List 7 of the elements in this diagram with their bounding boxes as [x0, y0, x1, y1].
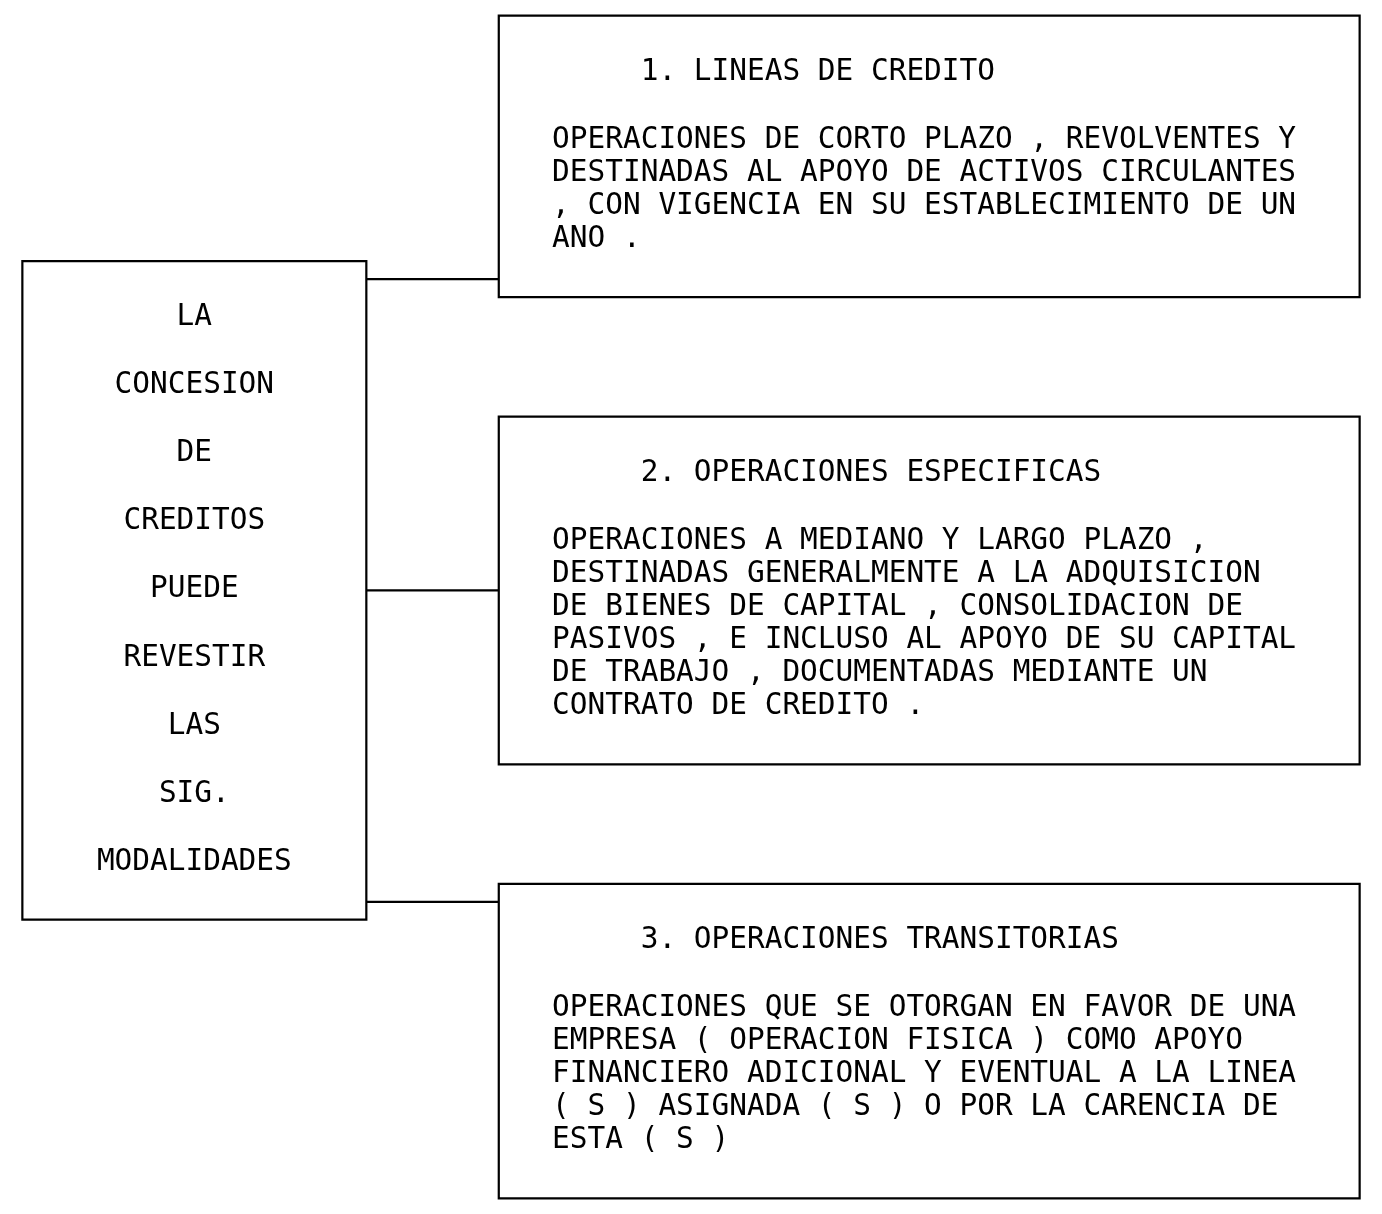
connector	[366, 900, 499, 903]
node-box: 2. OPERACIONES ESPECIFICAS OPERACIONES A MEDIANO Y LARGO PLAZO , DESTINADAS GENERALMENTE A LA ADQUISICION DE BIENES DE CAPITAL , CONSOLIDACION DE PASIVOS , E INCLUSO AL APOYO DE SU CAPITAL DE TRABAJO , DOCUMENTADAS MEDIANTE UN CONTRATO DE CREDITO .	[497, 415, 1361, 766]
node-box: LA CONCESION DE CREDITOS PUEDE REVESTIR LAS SIG. MODALIDADES	[21, 260, 368, 921]
connector	[366, 278, 499, 281]
node-box: 3. OPERACIONES TRANSITORIAS OPERACIONES QUE SE OTORGAN EN FAVOR DE UNA EMPRESA ( OPERACION FISICA ) COMO APOYO FINANCIERO ADICIONAL Y EVENTUAL A LA LINEA ( S ) ASIGNADA ( S ) O POR LA CARENCIA DE ESTA ( S )	[497, 882, 1361, 1200]
connector	[366, 589, 499, 592]
node-box: 1. LINEAS DE CREDITO OPERACIONES DE CORTO PLAZO , REVOLVENTES Y DESTINADAS AL APOYO DE ACTIVOS CIRCULANTES , CON VIGENCIA EN SU ESTABLECIMIENTO DE UN ANO .	[497, 14, 1361, 299]
